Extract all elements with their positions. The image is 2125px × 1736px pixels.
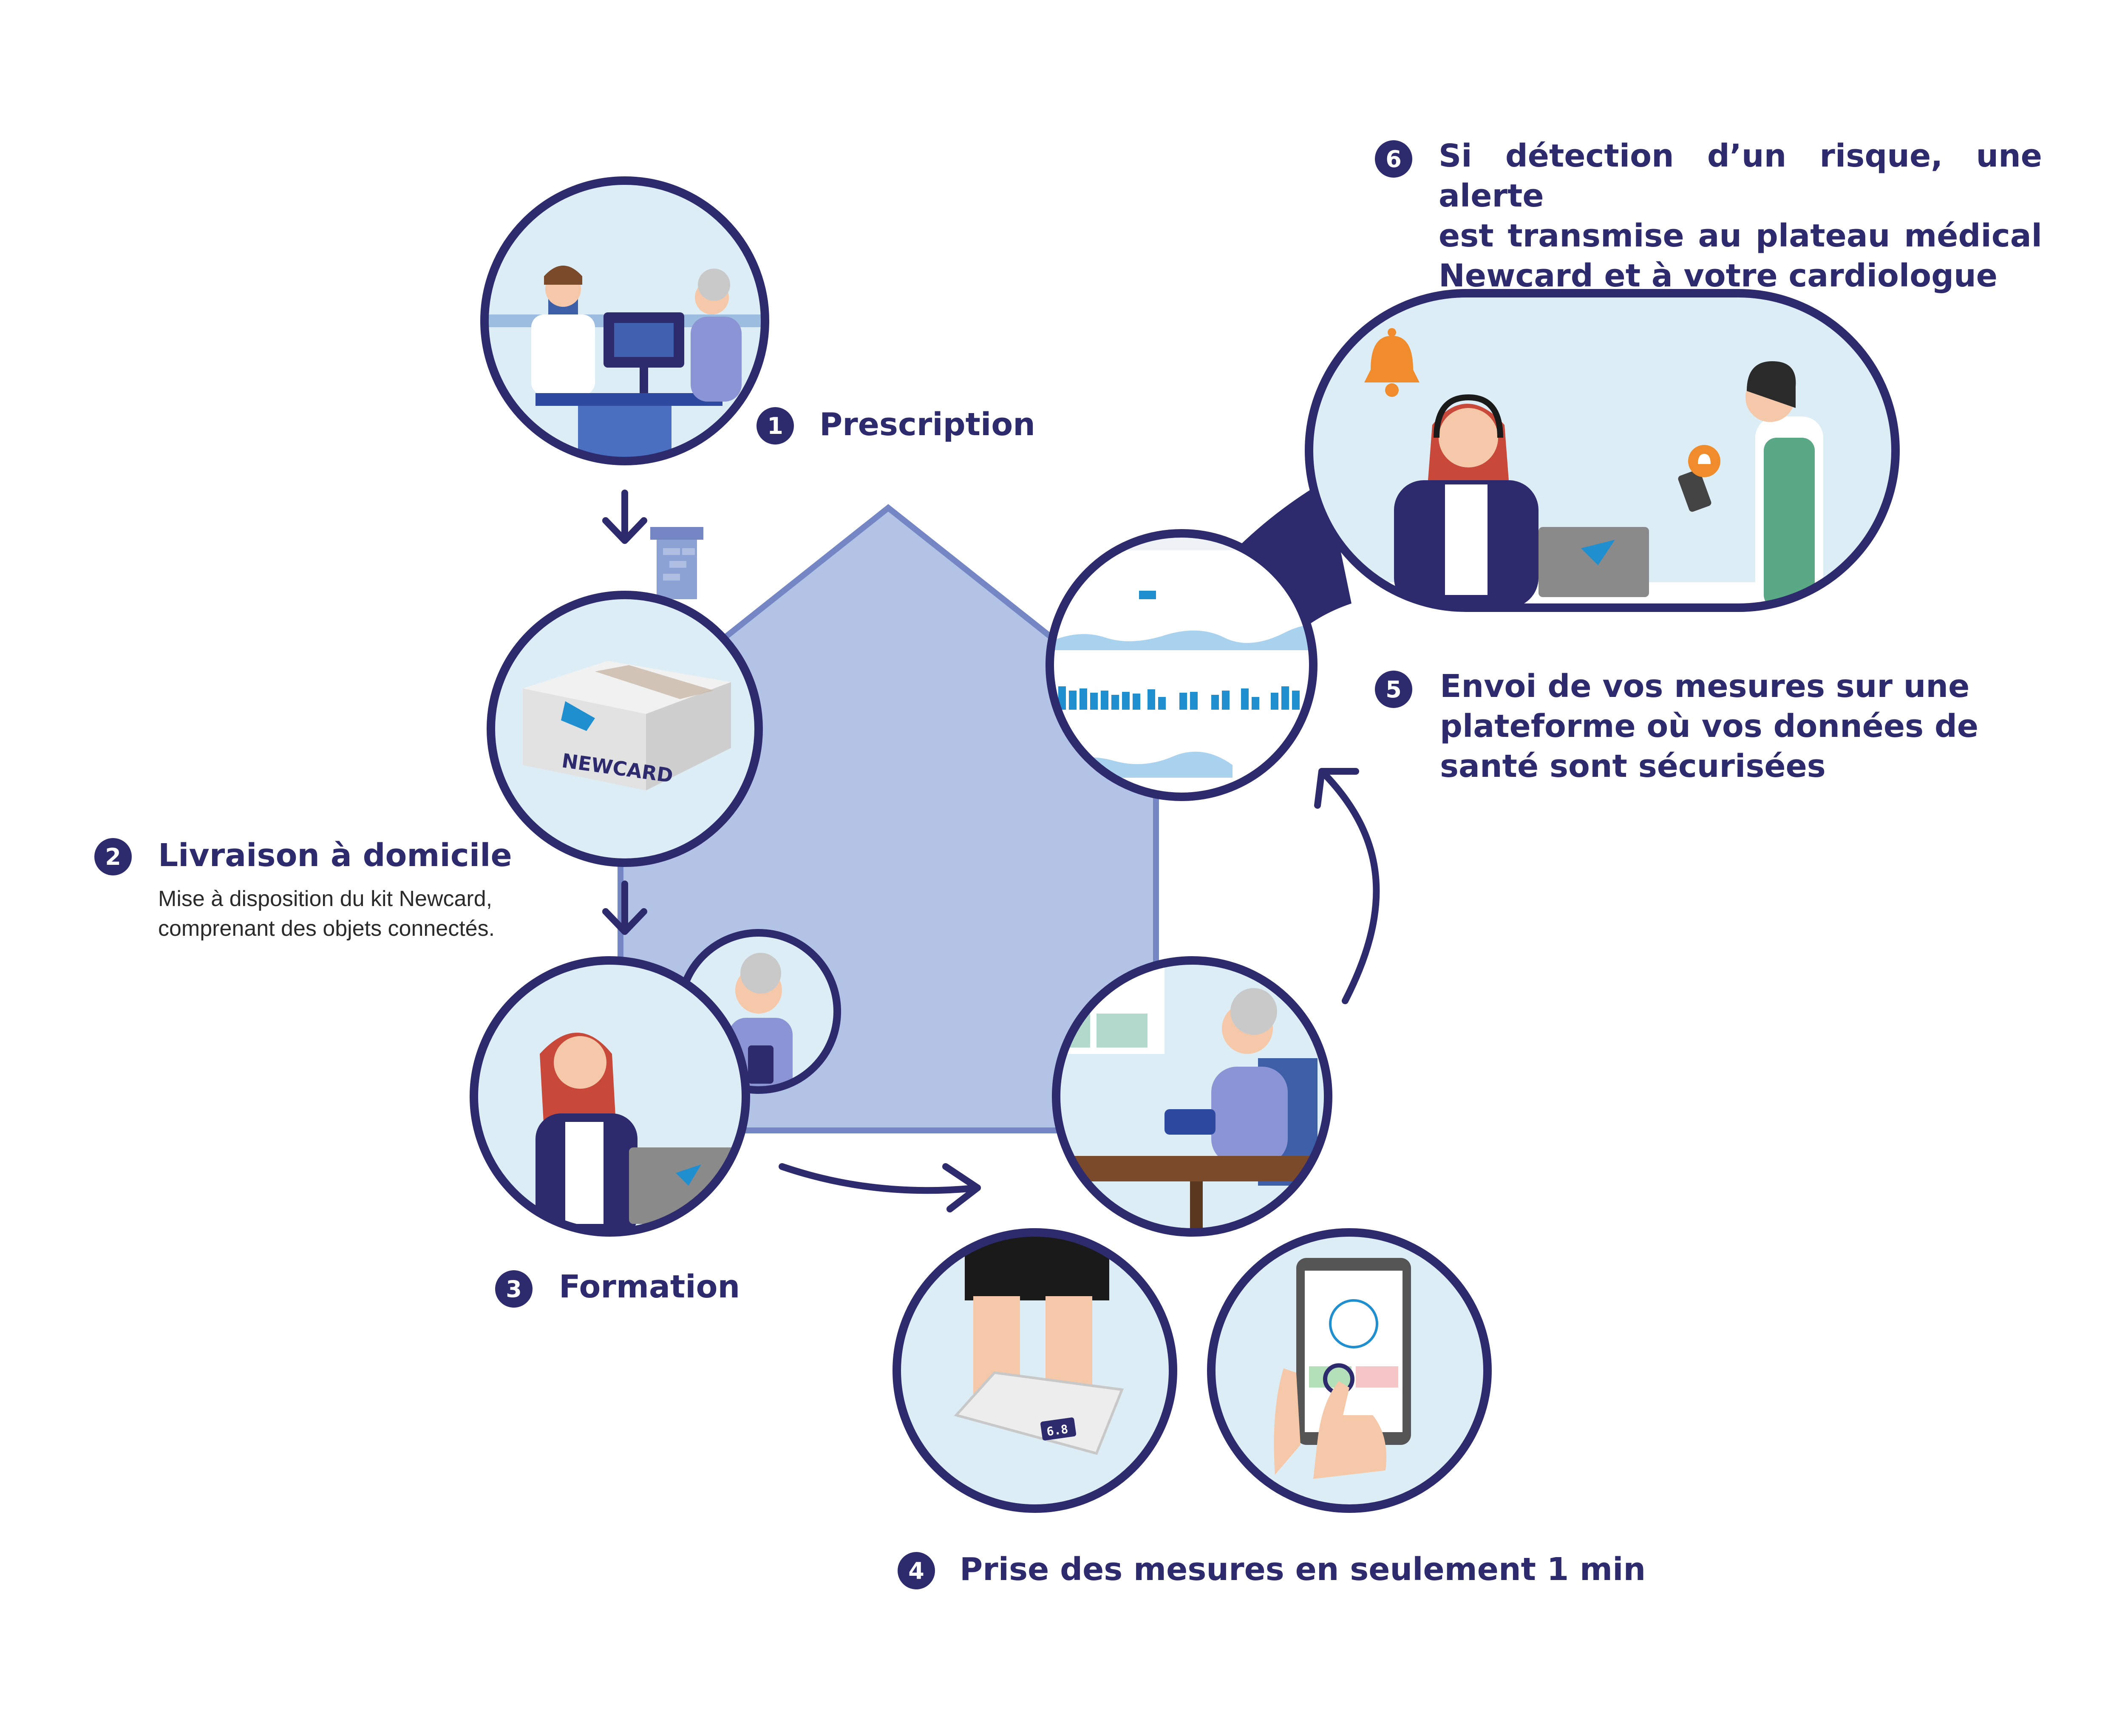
data-dashboard-illustration [1046,529,1318,801]
delivery-box-illustration: NEWCARD [487,591,763,867]
step-1-title: Prescription [819,406,1035,443]
step-5-number: 5 [1375,671,1412,708]
notification-pin-icon [1688,445,1720,477]
step-2-subtitle-line-2: comprenant des objets connectés. [158,916,495,941]
step-5-text: Envoi de vos mesures sur une plateforme … [1440,666,2056,786]
step-5-line-2: plateforme où vos données de [1440,708,1979,745]
tablet-app-illustration [1207,1228,1492,1513]
scale-illustration: 6.8 [892,1228,1177,1513]
step-2-subtitle: Mise à disposition du kit Newcard, compr… [158,884,495,943]
step-2-number: 2 [94,838,132,875]
alert-bell-icon [1364,328,1420,397]
blood-pressure-illustration [1052,956,1332,1237]
step-3-title: Formation [559,1269,740,1305]
step-5-line-3: santé sont sécurisées [1440,748,1826,784]
step-2-subtitle-line-1: Mise à disposition du kit Newcard, [158,886,493,911]
step-6-number: 6 [1375,140,1412,178]
step-6-line-3: Newcard et à votre cardiologue [1439,258,1998,294]
step-3-number: 3 [495,1270,533,1308]
arrow-down-1-icon [602,490,647,544]
training-call-illustration [470,929,841,1237]
step-1-number: 1 [756,407,794,445]
alert-center-illustration [1232,289,1900,663]
step-4-number: 4 [898,1552,935,1589]
step-6-line-1: Si détection d’un risque, une alerte [1439,138,2042,214]
step-5-line-1: Envoi de vos mesures sur une [1440,668,1970,705]
step-4-title: Prise des mesures en seulement 1 min [960,1551,1646,1588]
arrow-right-icon [779,1163,981,1212]
arrow-up-icon [1314,768,1380,1004]
step-6-line-2: est transmise au plateau médical [1439,218,2042,254]
prescription-illustration [480,176,769,465]
step-2-title: Livraison à domicile [158,837,512,874]
step-6-text: Si détection d’un risque, une alerte est… [1439,136,2042,296]
flow-arrows [602,490,1380,1212]
arrow-down-2-icon [602,881,647,935]
scale-readout: 6.8 [1046,1422,1069,1439]
